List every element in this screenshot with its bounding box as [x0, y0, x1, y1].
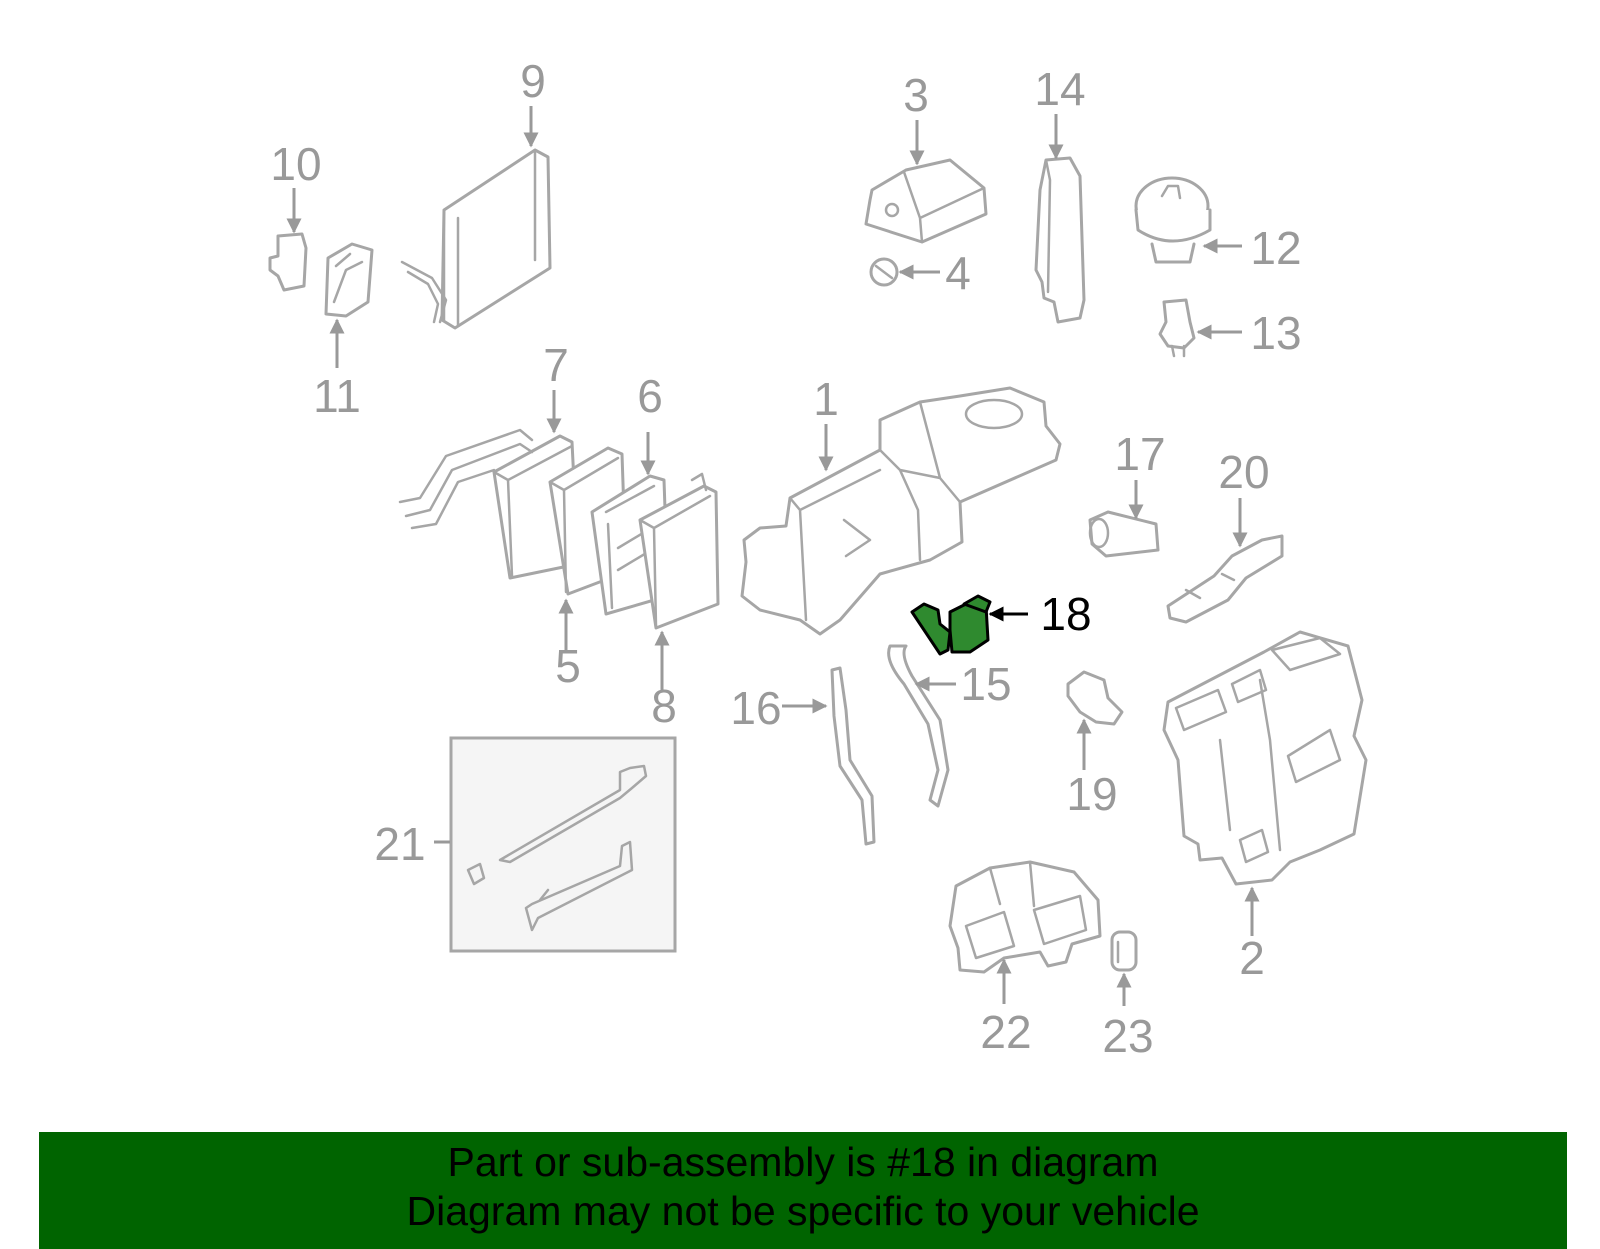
- part-3-housing: [864, 158, 988, 244]
- banner-line-1: Part or sub-assembly is #18 in diagram: [447, 1139, 1159, 1185]
- parts-diagram: 9 10 11 3 4 14 12 13 7 6 1 5 8 17 20 18 …: [268, 55, 1368, 1062]
- callout-12: 12: [1250, 222, 1301, 274]
- part-21-kit-box: [449, 736, 677, 953]
- callout-22: 22: [980, 1006, 1031, 1058]
- callout-17: 17: [1114, 428, 1165, 480]
- part-9-evaporator: [400, 148, 552, 330]
- callout-2: 2: [1239, 932, 1265, 984]
- part-17-actuator: [1088, 510, 1160, 558]
- part-4-cap: [869, 257, 899, 287]
- part-2-hvac-case: [1162, 630, 1368, 886]
- part-22-duct: [948, 860, 1102, 974]
- part-18-highlighted: [910, 594, 992, 656]
- part-11-bracket: [324, 242, 374, 318]
- callout-1: 1: [813, 373, 839, 425]
- callout-6: 6: [637, 370, 663, 422]
- callout-13: 13: [1250, 307, 1301, 359]
- callout-9: 9: [520, 55, 546, 107]
- callout-20: 20: [1218, 446, 1269, 498]
- part-20-bracket: [1166, 534, 1284, 624]
- callout-7: 7: [543, 339, 569, 391]
- part-10-valve: [268, 232, 308, 292]
- part-12-blower-motor: [1134, 176, 1212, 264]
- callout-8: 8: [651, 680, 677, 732]
- part-23-clip: [1110, 930, 1138, 972]
- part-8-filter: [638, 472, 720, 630]
- leader-lines: [286, 106, 1260, 1006]
- info-banner: Part or sub-assembly is #18 in diagram D…: [39, 1132, 1567, 1249]
- callout-14: 14: [1034, 63, 1085, 115]
- part-7-heater-core: [398, 428, 580, 580]
- callout-19: 19: [1066, 768, 1117, 820]
- callout-10: 10: [270, 138, 321, 190]
- callout-3: 3: [903, 69, 929, 121]
- callout-5: 5: [555, 640, 581, 692]
- part-13-sensor: [1158, 298, 1196, 358]
- part-15-hose: [887, 644, 950, 808]
- callout-18: 18: [1040, 588, 1091, 640]
- part-16-hose: [830, 666, 876, 846]
- callout-16: 16: [730, 682, 781, 734]
- callout-4: 4: [945, 247, 971, 299]
- part-14-duct: [1034, 156, 1086, 324]
- part-1-hvac-housing: [740, 386, 1062, 636]
- callout-21: 21: [374, 818, 425, 870]
- callout-15: 15: [960, 658, 1011, 710]
- callout-11: 11: [313, 370, 361, 422]
- banner-line-2: Diagram may not be specific to your vehi…: [406, 1188, 1200, 1234]
- callout-23: 23: [1102, 1010, 1153, 1062]
- part-19-sensor: [1066, 670, 1124, 726]
